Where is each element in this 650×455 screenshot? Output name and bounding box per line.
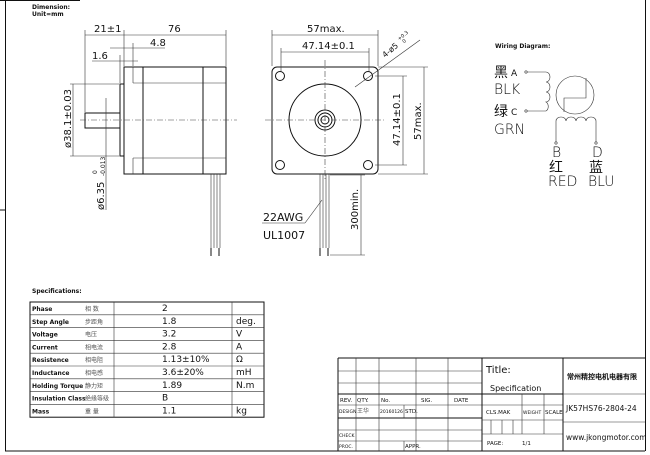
tb-designer: 王华 bbox=[357, 407, 369, 415]
dim-height-max: 57max. bbox=[413, 102, 424, 140]
tb-std: STD. bbox=[405, 409, 418, 415]
spec-value: 1.89 bbox=[162, 381, 182, 391]
spec-value: B bbox=[162, 394, 168, 404]
spec-value: 1.8 bbox=[162, 317, 177, 327]
dim-lead-length: 300min. bbox=[350, 189, 361, 230]
spec-unit: Ω bbox=[236, 355, 243, 365]
tb-page-label: PAGE: bbox=[487, 441, 503, 447]
tb-appr: APPR. bbox=[405, 444, 421, 450]
spec-name: Voltage bbox=[32, 332, 58, 339]
tb-cls-mak: CLS.MAK bbox=[486, 410, 511, 416]
dim-pilot-diameter: ø38.1±0.03 bbox=[63, 89, 74, 148]
wire-c-color: GRN bbox=[494, 122, 525, 138]
spec-value: 1.13±10% bbox=[162, 355, 210, 365]
spec-name-cn: 绝缘等级 bbox=[85, 395, 109, 403]
tb-proc: PROC. bbox=[339, 444, 353, 450]
spec-unit: N.m bbox=[236, 381, 254, 391]
tb-check: CHECK bbox=[339, 433, 356, 439]
spec-value: 2 bbox=[162, 304, 168, 314]
spec-name-cn: 步距角 bbox=[85, 318, 103, 326]
spec-name-cn: 电压 bbox=[85, 331, 97, 339]
spec-name-cn: 相电感 bbox=[85, 369, 103, 377]
spec-name-cn: 相电流 bbox=[85, 343, 103, 351]
tb-rev: REV. bbox=[340, 398, 352, 404]
tb-no: No. bbox=[381, 398, 390, 404]
side-view bbox=[70, 30, 237, 256]
spec-name-cn: 相 数 bbox=[85, 305, 99, 313]
spec-unit: mH bbox=[236, 368, 252, 378]
shaft-tol-lower: -0.013 bbox=[100, 156, 107, 176]
dim-front-length: 21±1 bbox=[94, 24, 121, 35]
tb-scale: SCALE bbox=[545, 410, 563, 416]
dim-flange-step: 1.6 bbox=[92, 51, 108, 62]
wire-d-pin: D bbox=[592, 145, 603, 161]
wire-b-pin: B bbox=[552, 145, 561, 161]
unit-label: Unit=mm bbox=[32, 11, 64, 18]
tb-date: DATE bbox=[454, 398, 469, 404]
spec-name: Insulation Class bbox=[32, 396, 86, 403]
tb-page: 1/1 bbox=[522, 441, 531, 447]
spec-name: Phase bbox=[32, 306, 52, 313]
tb-title: Specification bbox=[490, 384, 541, 393]
dim-hole-callout: 4-ø5 +0.3 0 bbox=[381, 30, 410, 60]
spec-value: 3.6±20% bbox=[162, 368, 204, 378]
spec-value: 3.2 bbox=[162, 330, 176, 340]
spec-value: 2.8 bbox=[162, 342, 177, 352]
spec-name: Resistence bbox=[32, 357, 69, 364]
spec-unit: A bbox=[236, 342, 243, 352]
dim-body-length: 76 bbox=[168, 24, 181, 35]
title-block bbox=[337, 357, 645, 451]
tb-design-date: 20160126 bbox=[380, 409, 403, 415]
tb-title-label: Title: bbox=[485, 365, 511, 376]
front-view bbox=[262, 30, 428, 256]
dim-hole-spacing-h: 47.14±0.1 bbox=[302, 41, 355, 52]
wire-a-color: BLK bbox=[494, 82, 521, 98]
spec-name: Inductance bbox=[32, 370, 69, 377]
wire-type: UL1007 bbox=[263, 229, 305, 242]
wiring-diagram bbox=[524, 70, 598, 145]
spec-unit: kg bbox=[236, 406, 247, 416]
dim-hole-spacing-v: 47.14±0.1 bbox=[392, 93, 403, 146]
tb-company: 常州精控电机电器有限 bbox=[567, 372, 638, 381]
dimension-label: Dimension: bbox=[32, 4, 70, 11]
dim-width-max: 57max. bbox=[307, 24, 345, 35]
dim-shaft-diameter: ø6.35 0 -0.013 bbox=[92, 156, 107, 210]
spec-name: Holding Torque bbox=[32, 383, 83, 390]
wire-c-cn: 绿 bbox=[494, 104, 508, 120]
tb-qty: QTY. bbox=[357, 398, 369, 404]
dim-flange-thickness: 4.8 bbox=[150, 38, 166, 49]
wire-b-color: RED bbox=[548, 174, 577, 190]
shaft-tol-upper: 0 bbox=[92, 170, 99, 174]
shaft-dia-text: ø6.35 bbox=[96, 182, 107, 210]
spec-name-cn: 重 量 bbox=[85, 407, 99, 415]
wire-gauge: 22AWG bbox=[263, 211, 303, 224]
tb-website: www.jkongmotor.com bbox=[566, 433, 647, 442]
tb-design: DESIGN bbox=[339, 409, 356, 415]
specs-table-border bbox=[29, 301, 265, 418]
spec-value: 1.1 bbox=[162, 406, 176, 416]
spec-name: Mass bbox=[32, 408, 50, 415]
spec-unit: deg. bbox=[236, 317, 256, 327]
tb-model: JK57HS76-2804-24 bbox=[565, 404, 637, 413]
wire-a-cn: 黑 bbox=[494, 65, 508, 81]
wire-c-pin: C bbox=[511, 108, 517, 118]
spec-unit: V bbox=[236, 330, 243, 340]
tb-weight: WEIGHT bbox=[523, 410, 541, 416]
wire-a-pin: A bbox=[511, 69, 518, 79]
hole-tol-lower: 0 bbox=[401, 38, 407, 45]
spec-name-cn: 相电阻 bbox=[85, 356, 103, 364]
tb-sig: SIG. bbox=[421, 398, 432, 404]
wiring-title: Wiring Diagram: bbox=[495, 43, 550, 50]
wire-d-color: BLU bbox=[588, 174, 615, 190]
wire-d-cn: 蓝 bbox=[589, 160, 603, 176]
specs-title: Specifications: bbox=[32, 288, 82, 295]
spec-name: Current bbox=[32, 344, 58, 351]
spec-name: Step Angle bbox=[32, 319, 69, 326]
spec-name-cn: 静力矩 bbox=[85, 382, 103, 390]
wire-b-cn: 红 bbox=[549, 160, 563, 176]
